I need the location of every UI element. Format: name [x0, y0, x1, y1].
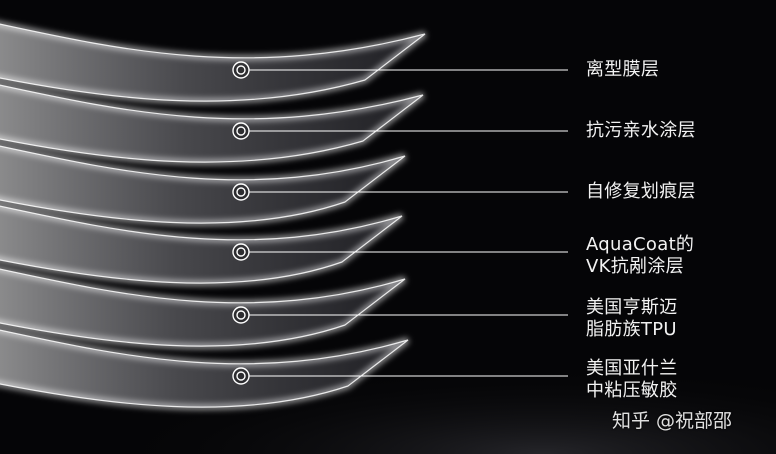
film-sheet — [0, 329, 409, 408]
layer-marker-ring — [232, 183, 250, 201]
layer-label-line: 美国亚什兰 — [586, 358, 678, 379]
layer-marker-ring — [232, 122, 250, 140]
film-sheet — [0, 23, 426, 102]
film-sheet — [0, 145, 406, 224]
watermark: 知乎 @祝部邵 — [612, 410, 733, 432]
layer-marker-ring — [232, 367, 250, 385]
layer-label-line: AquaCoat的 — [586, 234, 695, 255]
layer-marker-ring — [232, 243, 250, 261]
layer-label-line: 离型膜层 — [586, 59, 660, 80]
layer-label-line: VK抗剐涂层 — [586, 256, 684, 277]
leader-lines — [232, 61, 568, 385]
layer-label: 自修复划痕层 — [586, 181, 696, 203]
film-sheet — [0, 205, 403, 284]
layer-marker-dot — [236, 126, 246, 136]
layer-marker-dot — [236, 65, 246, 75]
layer-marker-dot — [236, 310, 246, 320]
layer-label: 离型膜层 — [586, 59, 659, 81]
layer-label-line: 脂肪族TPU — [586, 319, 677, 340]
layer-marker-dot — [236, 247, 246, 257]
layer-label-line: 中粘压敏胶 — [586, 380, 678, 401]
layer-label-line: 抗污亲水涂层 — [586, 120, 696, 141]
layer-label-line: 美国亨斯迈 — [586, 297, 678, 318]
film-sheet — [0, 268, 406, 347]
layer-marker-ring — [232, 61, 250, 79]
layer-label: 抗污亲水涂层 — [586, 120, 696, 142]
layer-label: 美国亨斯迈脂肪族TPU — [586, 297, 678, 341]
layer-label: 美国亚什兰中粘压敏胶 — [586, 358, 678, 402]
layer-label-line: 自修复划痕层 — [586, 181, 696, 202]
film-sheet — [0, 84, 424, 163]
film-sheets — [0, 21, 427, 411]
layer-marker-dot — [236, 187, 246, 197]
layer-marker-ring — [232, 306, 250, 324]
layer-marker-dot — [236, 371, 246, 381]
